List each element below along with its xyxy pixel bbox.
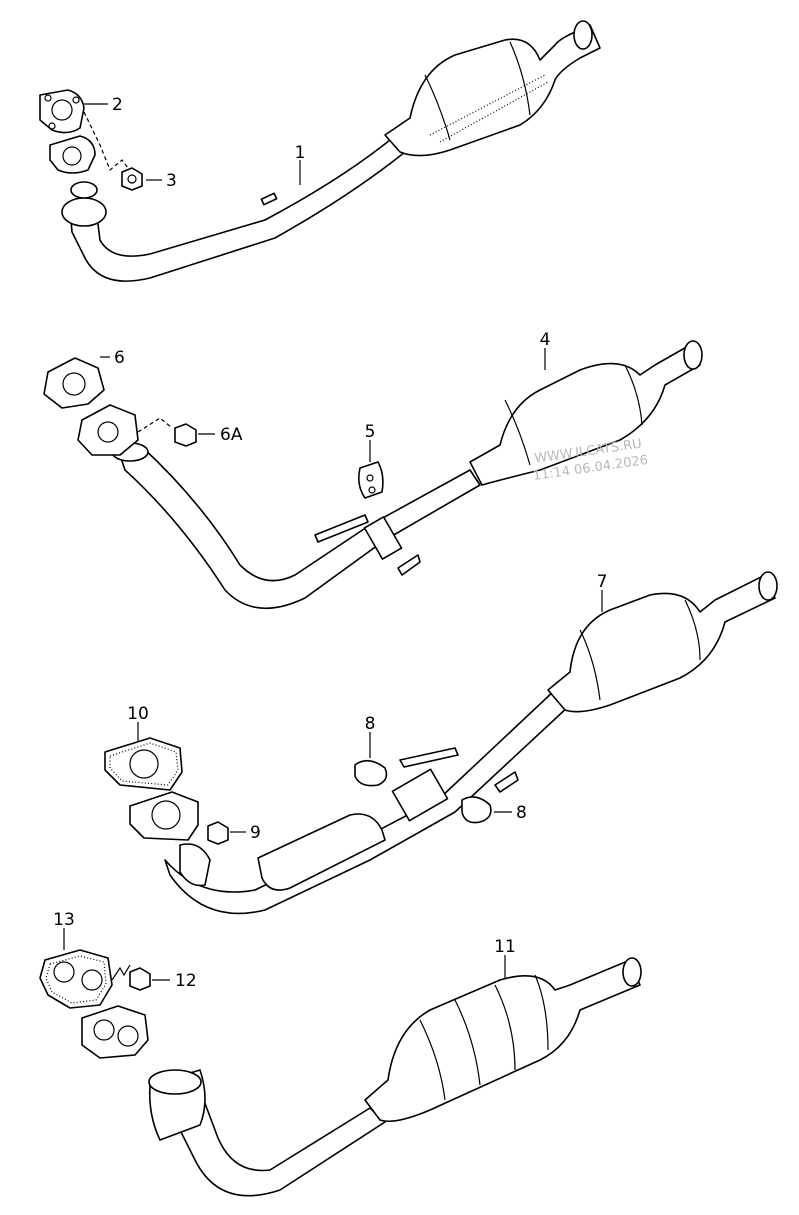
catalytic-converter-4 — [469, 344, 701, 486]
outlet-end-7 — [758, 571, 778, 601]
assembly-1-front-pipe-catalytic — [39, 20, 601, 282]
callout-label-10: 10 — [127, 704, 149, 724]
nut-6a — [174, 423, 197, 447]
gasket-2 — [39, 89, 85, 134]
callout-label-9: 9 — [250, 823, 261, 843]
rubber-mount-8-upper — [354, 759, 388, 787]
callout-label-2: 2 — [112, 95, 123, 115]
hanger-rod-4b — [397, 554, 421, 576]
assembly-3-front-pipe-catalytic — [104, 571, 778, 915]
catalytic-converter-1 — [384, 24, 601, 157]
assembly-2-front-pipe-catalytic — [43, 340, 703, 610]
outlet-end-1 — [573, 20, 593, 50]
callout-label-6: 6 — [114, 348, 125, 368]
middle-muffler-7 — [257, 813, 386, 891]
flange-7 — [129, 791, 199, 841]
catalytic-converter-7 — [547, 574, 776, 713]
nut-12 — [129, 967, 151, 991]
callout-label-3: 3 — [166, 171, 177, 191]
pipe-ring — [61, 197, 107, 227]
hanger-rod-7a — [399, 747, 459, 768]
pipe-clamp-7 — [391, 768, 449, 822]
hanger-rod-4a — [314, 514, 369, 543]
nut-3 — [121, 167, 143, 191]
gasket-13 — [39, 949, 113, 1009]
flange-11 — [81, 1005, 149, 1059]
assembly-4-front-pipe-catalytic — [39, 928, 642, 1197]
flange-1 — [49, 135, 96, 174]
callout-labels: 1 2 3 4 5 6 6A 7 8 8 9 10 11 12 13 — [53, 95, 607, 991]
pipe-clamp-4 — [363, 516, 403, 560]
callout-label-7: 7 — [597, 572, 608, 592]
rubber-mount-5 — [358, 461, 384, 499]
pipe-neck — [70, 181, 98, 199]
catalytic-converter-11 — [364, 959, 641, 1123]
callout-label-4: 4 — [540, 330, 551, 350]
pipe-elbow-7 — [179, 843, 211, 887]
front-pipe-11 — [149, 1089, 386, 1197]
hanger-rod-7b — [494, 771, 519, 793]
callout-label-5: 5 — [365, 422, 376, 442]
callout-label-8-upper: 8 — [365, 714, 376, 734]
callout-label-8-lower: 8 — [516, 803, 527, 823]
rubber-mount-8-lower — [461, 796, 492, 824]
flange-4 — [77, 404, 139, 456]
nut-9 — [207, 821, 229, 845]
outlet-end-4 — [683, 340, 703, 370]
outlet-end-11 — [622, 957, 642, 987]
callout-label-6a: 6A — [220, 425, 243, 445]
gasket-10 — [104, 737, 183, 791]
front-pipe-4 — [119, 444, 481, 610]
callout-label-12: 12 — [175, 971, 197, 991]
gasket-6 — [43, 357, 105, 409]
callout-label-11: 11 — [494, 937, 516, 957]
callout-label-13: 13 — [53, 910, 75, 930]
callout-label-1: 1 — [295, 143, 306, 163]
